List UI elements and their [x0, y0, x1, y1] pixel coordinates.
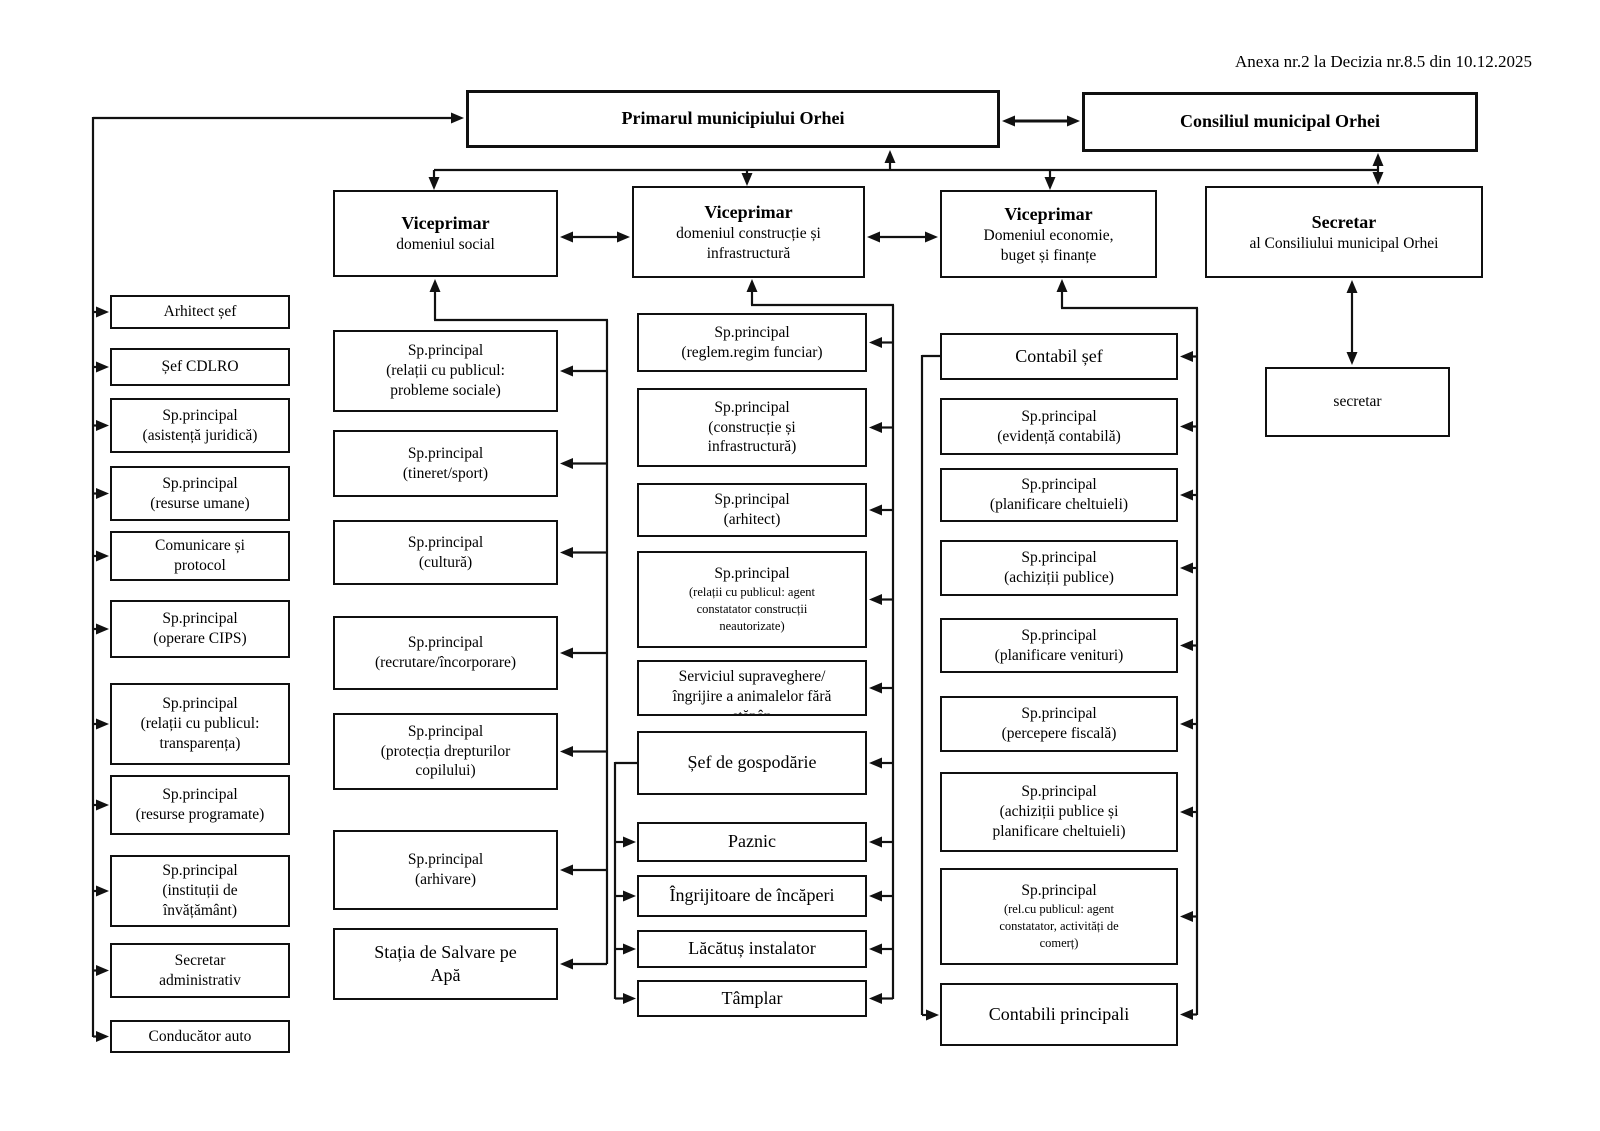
node-tineret-sport: Sp.principal (tineret/sport)	[333, 430, 558, 497]
node-agent-constructii-label: Sp.principal	[714, 565, 790, 583]
node-resurse-programate: Sp.principal (resurse programate)	[110, 775, 290, 835]
node-consiliu: Consiliul municipal Orhei	[1082, 92, 1478, 152]
node-secretar-administrativ: Secretar administrativ	[110, 943, 290, 998]
node-achizitii-planificare: Sp.principal (achiziții publice și plani…	[940, 772, 1178, 852]
secretar-consiliu-subtitle: al Consiliului municipal Orhei	[1249, 234, 1439, 252]
node-ingrijitoare: Îngrijitoare de încăperi	[637, 875, 867, 917]
node-recrutare: Sp.principal (recrutare/încorporare)	[333, 616, 558, 690]
viceprimar-constructie-title: Viceprimar	[704, 201, 793, 222]
node-secretar-consiliu: Secretar al Consiliului municipal Orhei	[1205, 186, 1483, 278]
node-percepere-fiscala: Sp.principal (percepere fiscală)	[940, 696, 1178, 752]
viceprimar-social-title: Viceprimar	[401, 213, 490, 234]
node-arhivare: Sp.principal (arhivare)	[333, 830, 558, 910]
node-transparenta: Sp.principal (relații cu publicul: trans…	[110, 683, 290, 765]
viceprimar-economie-title: Viceprimar	[1004, 203, 1093, 224]
node-cultura: Sp.principal (cultură)	[333, 520, 558, 585]
node-evidenta-contabila: Sp.principal (evidență contabilă)	[940, 398, 1178, 455]
node-conducator-auto: Conducător auto	[110, 1020, 290, 1053]
node-paznic: Paznic	[637, 822, 867, 862]
node-agent-constructii: Sp.principal (relații cu publicul: agent …	[637, 551, 867, 648]
viceprimar-economie-subtitle: Domeniul economie, buget și finanțe	[983, 226, 1114, 264]
node-statia-salvare: Stația de Salvare pe Apă	[333, 928, 558, 1000]
node-contabili-principali: Contabili principali	[940, 983, 1178, 1046]
node-tamplar: Tâmplar	[637, 980, 867, 1017]
node-agent-comert-label: Sp.principal	[1021, 882, 1097, 900]
node-contabil-sef: Contabil șef	[940, 333, 1178, 380]
node-serviciul-animale: Serviciul supraveghere/ îngrijire a anim…	[637, 660, 867, 716]
node-operare-cips: Sp.principal (operare CIPS)	[110, 600, 290, 658]
node-viceprimar-social: Viceprimar domeniul social	[333, 190, 558, 277]
node-primar: Primarul municipiului Orhei	[466, 90, 1000, 148]
node-viceprimar-economie: Viceprimar Domeniul economie, buget și f…	[940, 190, 1157, 278]
node-regim-funciar: Sp.principal (reglem.regim funciar)	[637, 313, 867, 372]
node-resurse-umane: Sp.principal (resurse umane)	[110, 466, 290, 521]
node-agent-constructii-detail: (relații cu publicul: agent constatator …	[689, 585, 815, 633]
node-asistenta-juridica: Sp.principal (asistență juridică)	[110, 398, 290, 453]
node-protectia-copilului: Sp.principal (protecția drepturilor copi…	[333, 713, 558, 790]
node-constructie-infra: Sp.principal (construcție și infrastruct…	[637, 388, 867, 467]
node-planificare-cheltuieli: Sp.principal (planificare cheltuieli)	[940, 468, 1178, 522]
node-agent-comert-detail: (rel.cu publicul: agent constatator, act…	[999, 902, 1119, 950]
node-sef-cdlro: Șef CDLRO	[110, 348, 290, 386]
node-lacatus: Lăcătuș instalator	[637, 930, 867, 968]
node-probleme-sociale: Sp.principal (relații cu publicul: probl…	[333, 330, 558, 412]
annotation-note: Anexa nr.2 la Decizia nr.8.5 din 10.12.2…	[1235, 52, 1532, 71]
secretar-consiliu-title: Secretar	[1311, 211, 1377, 232]
viceprimar-constructie-subtitle: domeniul construcție și infrastructură	[676, 224, 821, 262]
node-viceprimar-constructie: Viceprimar domeniul construcție și infra…	[632, 186, 865, 278]
node-arhitect: Sp.principal (arhitect)	[637, 483, 867, 537]
node-secretar: secretar	[1265, 367, 1450, 437]
node-achizitii-publice: Sp.principal (achiziții publice)	[940, 540, 1178, 596]
node-institutii-invatamant: Sp.principal (instituții de învățământ)	[110, 855, 290, 927]
node-planificare-venituri: Sp.principal (planificare venituri)	[940, 618, 1178, 673]
viceprimar-social-subtitle: domeniul social	[396, 236, 495, 254]
node-comunicare-protocol: Comunicare și protocol	[110, 531, 290, 581]
node-agent-comert: Sp.principal (rel.cu publicul: agent cons…	[940, 868, 1178, 965]
node-arhitect-sef: Arhitect șef	[110, 295, 290, 329]
node-sef-gospodarie: Șef de gospodărie	[637, 731, 867, 795]
